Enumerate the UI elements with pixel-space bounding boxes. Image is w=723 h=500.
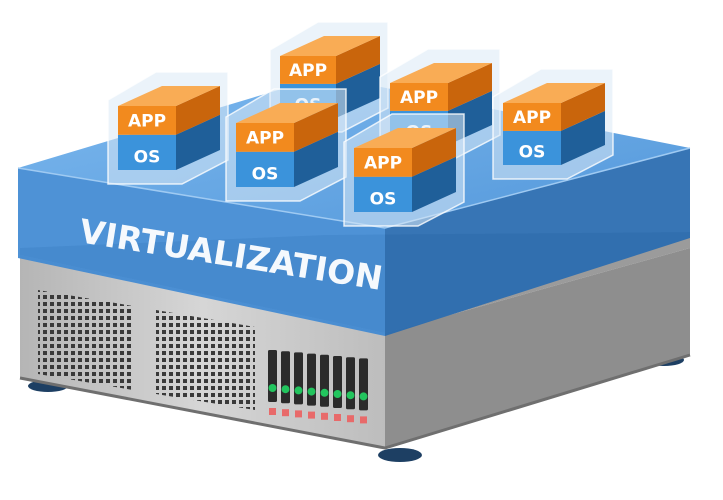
- vm-os-label: OS: [252, 164, 279, 184]
- vm-os-side: [561, 110, 605, 165]
- drive-led-red: [282, 409, 289, 417]
- vm-box: APP OS: [492, 68, 614, 180]
- drive-led-green: [307, 387, 316, 396]
- vm-app-side: [448, 63, 492, 111]
- drive-led-red: [308, 411, 315, 419]
- drive-led-green: [268, 384, 277, 392]
- vm-os-label: OS: [134, 147, 161, 167]
- vm-app-side: [176, 86, 220, 135]
- drive-bay-slot: [294, 352, 303, 405]
- drive-led-red: [360, 416, 367, 424]
- vm-app-top: [118, 86, 220, 106]
- drive-led-green: [294, 386, 303, 395]
- drive-bay: [307, 353, 316, 419]
- server-side-face: [385, 248, 690, 448]
- vm-app-label: APP: [513, 108, 551, 128]
- drive-bay-slot: [359, 358, 368, 411]
- vm-box: APP OS: [343, 113, 465, 227]
- vm-os-front: [503, 130, 561, 165]
- vm-os-side: [412, 156, 456, 212]
- vm-app-side: [412, 128, 456, 177]
- vm-app-label: APP: [364, 154, 402, 174]
- drive-bay-slot: [268, 350, 277, 402]
- vm-app-label: APP: [246, 129, 284, 149]
- drive-bay: [281, 351, 290, 417]
- vm-os-front: [354, 176, 412, 212]
- vm-box: APP OS: [107, 71, 229, 185]
- drive-led-red: [295, 410, 302, 418]
- vm-app-label: APP: [128, 112, 166, 132]
- vm-app-front: [354, 148, 412, 177]
- vm-app-label: APP: [289, 61, 327, 81]
- server-bottom-edge: [19, 353, 691, 450]
- layer-front-face: [18, 168, 385, 336]
- vm-app-top: [390, 63, 492, 83]
- drive-led-red: [321, 412, 328, 420]
- drive-led-green: [359, 392, 368, 401]
- drive-led-green: [281, 385, 290, 394]
- vm-boxes: APPOSAPPOSAPPOSAPPOSAPPOSAPPOS: [107, 21, 614, 227]
- layer-top-edge: [17, 147, 691, 229]
- server-foot: [378, 448, 422, 462]
- drive-led-green: [346, 391, 355, 400]
- vm-os-label: OS: [370, 189, 397, 209]
- vm-app-label: APP: [400, 88, 438, 108]
- vm-os-side: [176, 114, 220, 170]
- vm-app-side: [561, 83, 605, 131]
- vm-os-side: [336, 63, 380, 118]
- vm-app-top: [354, 128, 456, 148]
- drive-bay: [346, 357, 355, 423]
- drive-bays: [268, 350, 368, 424]
- drive-bay: [268, 350, 277, 415]
- drive-led-red: [334, 414, 341, 421]
- vm-app-front: [236, 123, 294, 152]
- vm-app-top: [280, 36, 380, 56]
- drive-bay-slot: [307, 353, 316, 406]
- vm-os-label: OS: [519, 142, 546, 162]
- layer-side-face: [385, 148, 690, 336]
- drive-bay-slot: [346, 357, 355, 410]
- vm-os-side: [294, 131, 338, 187]
- drive-led-green: [320, 388, 329, 397]
- vm-app-side: [336, 36, 380, 84]
- drive-bay: [333, 356, 342, 421]
- vm-app-front: [503, 103, 561, 131]
- vm-app-top: [236, 103, 338, 123]
- drive-led-red: [347, 415, 354, 423]
- vm-box: APP OS: [225, 88, 347, 202]
- vent-grille-right: [156, 310, 255, 410]
- drive-bay: [294, 352, 303, 418]
- vm-os-front: [118, 134, 176, 170]
- drive-bay-slot: [333, 356, 342, 408]
- drive-led-green: [333, 390, 342, 398]
- vent-grille-left: [38, 290, 133, 390]
- vm-app-front: [390, 83, 448, 111]
- drive-bay-slot: [281, 351, 290, 404]
- vm-os-front: [236, 151, 294, 187]
- vm-app-front: [280, 56, 336, 84]
- drive-bay: [320, 354, 329, 420]
- vm-app-front: [118, 106, 176, 135]
- vm-app-top: [503, 83, 605, 103]
- drive-bay-slot: [320, 354, 329, 407]
- drive-led-red: [269, 408, 276, 415]
- drive-bay: [359, 358, 368, 424]
- vm-app-side: [294, 103, 338, 152]
